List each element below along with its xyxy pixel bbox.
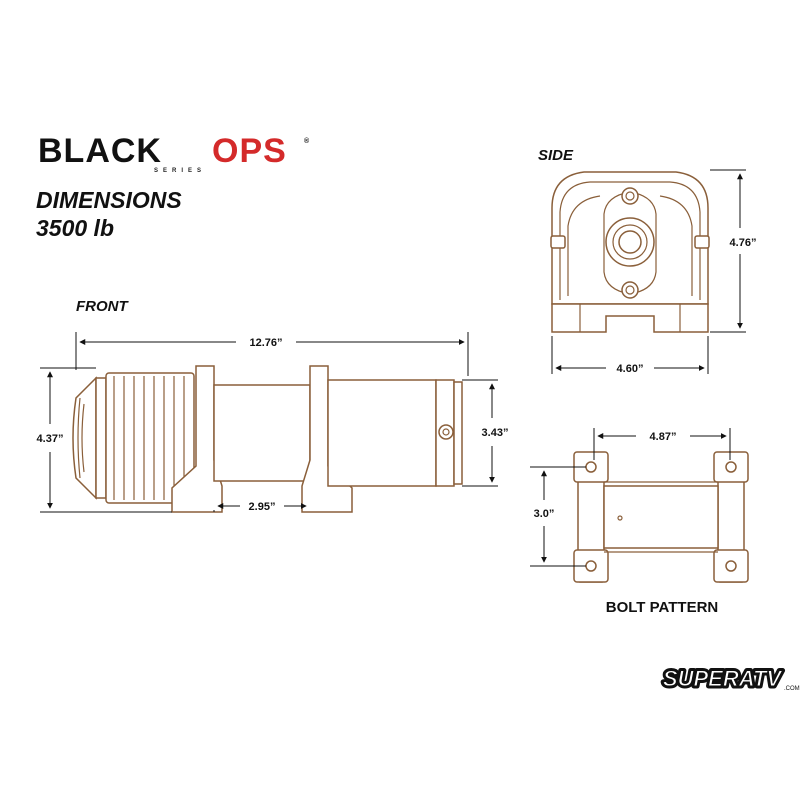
superatv-logo: SUPERATV SUPERATV .COM [660, 664, 800, 694]
black-ops-logo: BLACK OPS ® SERIES [38, 132, 310, 174]
logo-series: SERIES [154, 168, 206, 174]
front-length-dimension: 12.76” [75, 332, 469, 376]
front-view-drawing [72, 365, 463, 513]
side-width-dimension: 4.60” [551, 336, 709, 375]
logo-word-ops: OPS [212, 132, 287, 170]
side-bolt-right [694, 235, 710, 249]
bolt-hole-bottom-left [585, 560, 597, 572]
bolt-width-dimension: 4.87” [593, 428, 731, 460]
motor-end-cap [72, 376, 97, 500]
front-foot-spacing-label: 2.95” [249, 501, 276, 513]
logo-registered-mark: ® [304, 137, 310, 145]
side-base [551, 303, 709, 333]
side-height-label: 4.76” [730, 237, 757, 249]
bolt-pattern-drawing [573, 451, 749, 583]
bolt-pattern-drum [603, 485, 719, 549]
side-view-drawing [550, 171, 710, 333]
bolt-hole-bottom-right [725, 560, 737, 572]
front-height-dimension: 4.37” [37, 367, 172, 513]
drum-shaft-inner [618, 230, 642, 254]
gearbox-housing [327, 379, 437, 487]
side-bolt-left [550, 235, 566, 249]
side-width-label: 4.60” [617, 363, 644, 375]
motor-housing [105, 372, 195, 504]
bottom-mount-hole [621, 281, 639, 299]
front-length-label: 12.76” [249, 337, 282, 349]
bolt-depth-dimension: 3.0” [530, 466, 586, 567]
logo-word-black: BLACK [38, 132, 162, 170]
page-title: DIMENSIONS [36, 187, 182, 213]
side-height-dimension: 4.76” [710, 169, 757, 333]
clutch-knob [438, 424, 454, 440]
top-mount-hole [621, 187, 639, 205]
front-foot-spacing-dimension: 2.95” [213, 501, 307, 513]
bolt-width-label: 4.87” [650, 431, 677, 443]
cable-drum [213, 384, 311, 482]
front-drum-height-dimension: 3.43” [462, 379, 509, 487]
front-view-title: FRONT [76, 298, 129, 315]
brand-name-outline: SUPERATV [663, 666, 783, 691]
bolt-hole-top-right [725, 461, 737, 473]
brand-suffix: .COM [784, 686, 800, 692]
bolt-depth-label: 3.0” [534, 508, 555, 520]
page-subtitle-capacity: 3500 lb [36, 215, 114, 241]
side-view-title: SIDE [538, 147, 574, 164]
bolt-hole-top-left [585, 461, 597, 473]
bolt-pattern-title: BOLT PATTERN [606, 599, 719, 616]
brand-name: SUPERATV [663, 666, 783, 691]
front-height-label: 4.37” [37, 433, 64, 445]
front-drum-height-label: 3.43” [482, 427, 509, 439]
